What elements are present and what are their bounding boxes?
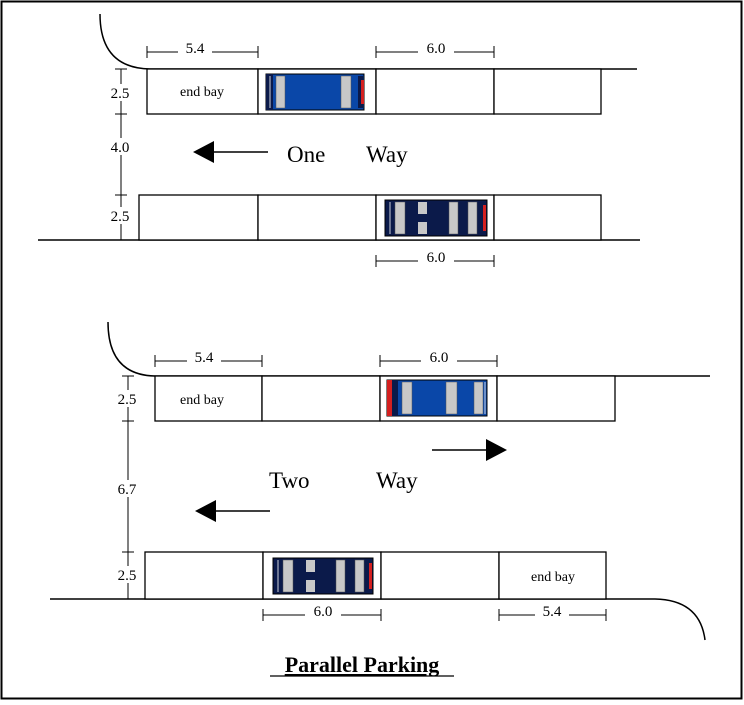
two-way-bay-bottom-3: [380, 551, 500, 600]
bay-bottom-1: [138, 194, 259, 241]
bay-bottom-2: [257, 194, 377, 241]
two-way-section: end bay end bay: [50, 321, 710, 641]
dim-two-way-bay-bottom-label: 6.0: [314, 604, 333, 620]
dim-bay-width-bottom-label: 6.0: [427, 250, 446, 266]
dim-bay-width-top-label: 6.0: [427, 41, 446, 57]
two-way-arrow-left: [195, 500, 270, 522]
two-way-bay-bottom-1: [144, 551, 264, 600]
one-way-word-one: One: [287, 142, 325, 167]
two-way-end-bay-top-label: end bay: [180, 393, 224, 408]
diagram-title: Parallel Parking: [285, 652, 440, 677]
car-two-way-bottom-navy: [272, 557, 374, 595]
one-way-word-way: Way: [366, 142, 408, 167]
two-way-end-bay-top: [154, 375, 263, 422]
dim-vertical-two-way: [111, 375, 141, 599]
dim-endbay-top: [146, 40, 259, 58]
two-way-arrow-right: [432, 439, 507, 461]
dim-two-way-bay-top-label: 6.0: [430, 350, 449, 366]
dim-two-way-top-depth-label: 2.5: [118, 392, 137, 408]
two-way-bay-top-2: [261, 375, 381, 422]
dim-bottom-depth-label: 2.5: [111, 209, 130, 225]
dim-two-way-endbay-top-label: 5.4: [195, 350, 214, 366]
end-bay-top: [146, 68, 259, 115]
two-way-word-way: Way: [376, 468, 418, 493]
car-top-blue: [265, 73, 365, 111]
two-way-bottom-kerb: [50, 598, 706, 641]
dim-bay-bottom: [375, 249, 495, 267]
dim-two-way-bay-top: [379, 349, 498, 367]
dim-two-way-endbay-top: [154, 349, 263, 367]
car-bottom-navy: [384, 199, 488, 237]
one-way-section: end bay: [38, 13, 640, 267]
dim-two-way-aisle-label: 6.7: [118, 482, 137, 498]
bay-top-4: [493, 68, 602, 115]
two-way-top-kerb: [107, 321, 710, 377]
two-way-bay-top-4: [496, 375, 616, 422]
dim-two-way-bay-bottom: [262, 603, 382, 621]
dim-bay-top: [375, 40, 495, 58]
two-way-end-bay-bottom-label: end bay: [531, 570, 575, 585]
dim-aisle-label: 4.0: [111, 140, 130, 156]
dim-endbay-width-label: 5.4: [186, 41, 205, 57]
two-way-end-bay-bottom: [498, 551, 607, 600]
car-two-way-top-blue: [386, 379, 488, 417]
bay-top-3: [375, 68, 495, 115]
one-way-arrow-left: [193, 141, 268, 163]
dim-two-way-bottom-depth-label: 2.5: [118, 568, 137, 584]
two-way-word-two: Two: [269, 468, 310, 493]
dim-two-way-endbay-bottom: [498, 603, 607, 621]
bay-bottom-4: [493, 194, 602, 241]
dim-two-way-endbay-bottom-label: 5.4: [543, 604, 562, 620]
dim-vertical-one-way: [104, 68, 134, 240]
dim-top-depth-label: 2.5: [111, 86, 130, 102]
end-bay-label: end bay: [180, 85, 224, 100]
